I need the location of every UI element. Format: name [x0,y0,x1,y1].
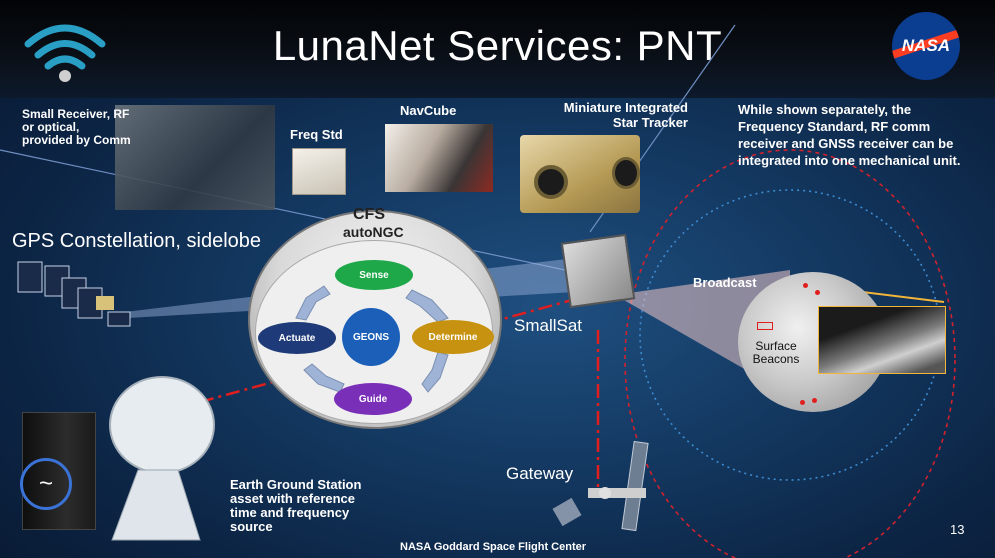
geons-node: GEONS [342,308,400,366]
slide-title: LunaNet Services: PNT [272,22,723,69]
surface-beacons-label: Surface Beacons [752,339,800,366]
lunar-surface-photo [818,306,946,374]
actuate-node: Actuate [258,322,336,354]
freq-std-photo [292,148,346,195]
autongc-label: autoNGC [343,224,404,240]
footer: NASA Goddard Space Flight Center [400,541,587,553]
small-receiver-photo [115,105,275,210]
star-tracker-label: Miniature Integrated Star Tracker [563,100,688,130]
cfs-label: CFS [353,206,385,223]
guide-node: Guide [334,383,412,415]
small-receiver-label: Small Receiver, RF or optical, provided … [22,107,131,147]
navcube-label: NavCube [400,103,457,118]
ground-station-label: Earth Ground Station asset with referenc… [230,477,362,534]
broadcast-label: Broadcast [693,275,757,290]
title-bar [0,0,995,98]
integration-note: While shown separately, the Frequency St… [738,102,961,168]
sense-node: Sense [335,260,413,290]
smallsat-label: SmallSat [514,316,583,335]
nasa-logo: NASA [892,12,960,80]
determine-node: Determine [412,320,494,354]
gateway-label: Gateway [506,464,574,483]
navcube-photo [385,124,493,192]
clock-icon: ~ [20,458,72,510]
star-tracker-photo [520,135,640,213]
freq-std-label: Freq Std [290,127,343,142]
page-number: 13 [950,522,965,537]
gps-label: GPS Constellation, sidelobe [12,230,262,252]
